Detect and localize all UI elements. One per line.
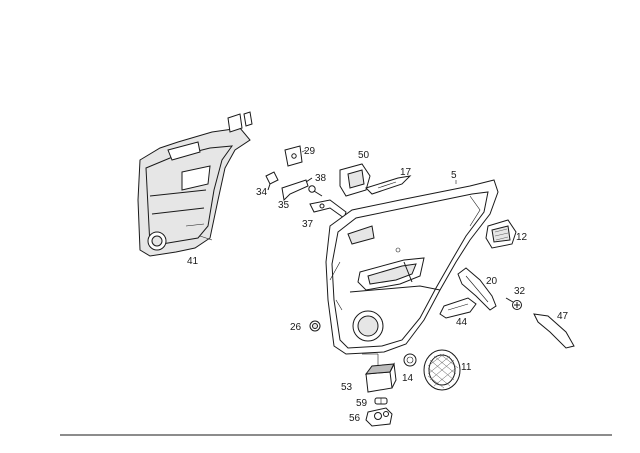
callout-44: 44	[456, 317, 468, 328]
callout-12: 12	[516, 232, 528, 243]
part-11-speaker-grille	[423, 349, 461, 391]
callout-20: 20	[486, 276, 498, 287]
callout-53: 53	[341, 382, 353, 393]
part-34-clip	[265, 171, 279, 191]
callout-34: 34	[256, 187, 268, 198]
callout-35: 35	[278, 200, 290, 211]
callout-37: 37	[302, 219, 314, 230]
part-5-door-trim-panel	[325, 179, 499, 355]
part-12-window-switch	[485, 219, 517, 249]
callout-59: 59	[356, 398, 368, 409]
callout-41: 41	[187, 256, 199, 267]
callout-47: 47	[557, 311, 569, 322]
part-50-handle-housing	[339, 163, 371, 197]
part-38-screw	[308, 185, 323, 197]
part-56-lamp-unit	[365, 407, 393, 427]
callout-32: 32	[514, 286, 526, 297]
callout-29: 29	[304, 146, 316, 157]
part-17-pull-handle	[365, 175, 412, 195]
part-32-screw	[505, 297, 522, 310]
part-20-armrest-support	[457, 267, 497, 311]
part-47-trim-strip	[533, 313, 575, 349]
callout-labels: 41 29 34 38 35 37 50 17 5 12 20 32 47 44…	[187, 146, 569, 424]
part-14-speaker	[403, 353, 417, 367]
part-29-bracket	[284, 145, 307, 167]
part-26-clip	[309, 320, 321, 332]
part-44-armrest-cover	[439, 297, 477, 319]
part-37-angle-bracket	[309, 199, 347, 219]
callout-50: 50	[358, 150, 370, 161]
callout-17: 17	[400, 167, 412, 178]
callout-11: 11	[461, 362, 472, 373]
callout-56: 56	[349, 413, 361, 424]
part-35-rod-bracket	[281, 177, 313, 202]
callout-5: 5	[451, 170, 457, 181]
part-41-door-carrier-panel	[137, 111, 253, 257]
callout-38: 38	[315, 173, 327, 184]
part-59-bulb	[374, 397, 388, 405]
part-53-lamp-housing	[364, 362, 397, 393]
leader-lines	[362, 180, 457, 366]
callout-26: 26	[290, 322, 302, 333]
callout-14: 14	[402, 373, 414, 384]
